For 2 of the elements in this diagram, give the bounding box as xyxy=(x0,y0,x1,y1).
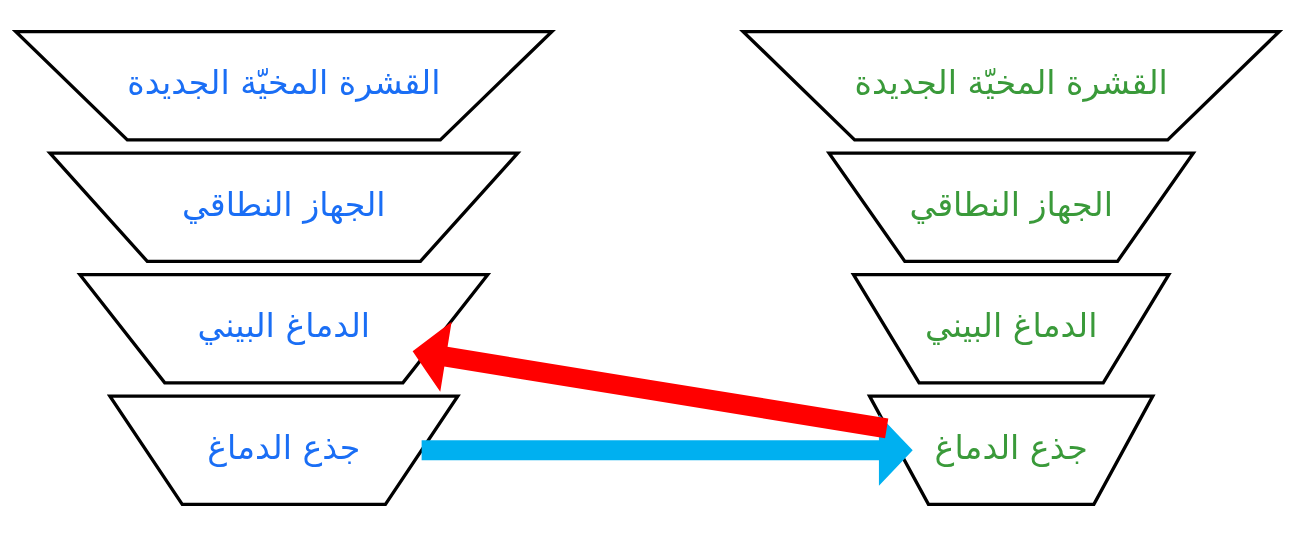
arrow xyxy=(421,414,913,486)
arrow xyxy=(412,321,889,438)
